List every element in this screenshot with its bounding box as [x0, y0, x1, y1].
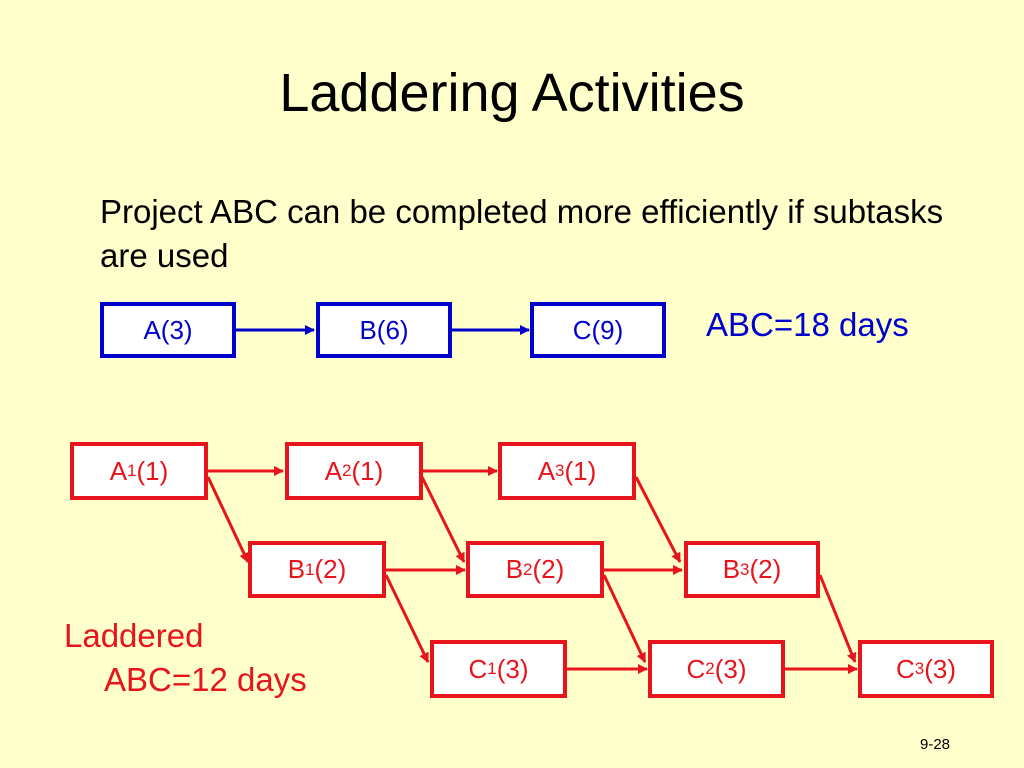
task-duration: (3)	[714, 653, 747, 684]
serial-task-b-label: B(6)	[359, 314, 409, 345]
task-letter: B	[287, 554, 306, 584]
laddered-label-line2: ABC=12 days	[104, 661, 307, 698]
serial-total-label: ABC=18 days	[706, 306, 909, 343]
task-duration: (2)	[749, 554, 782, 584]
task-letter: B	[505, 554, 524, 584]
task-duration: (3)	[924, 653, 957, 684]
page-number: 9-28	[920, 736, 951, 753]
serial-task-a-label: A(3)	[143, 314, 193, 345]
task-subscript: 2	[342, 461, 352, 480]
slide-title: Laddering Activities	[279, 63, 745, 123]
task-letter: C	[468, 653, 488, 684]
task-duration: (2)	[532, 554, 565, 584]
task-subscript: 1	[305, 559, 315, 579]
arrow-b2-to-c2	[602, 574, 647, 663]
task-letter: B	[722, 554, 741, 584]
task-subscript: 1	[127, 461, 137, 480]
task-letter: C	[686, 653, 706, 684]
task-duration: (2)	[314, 554, 347, 584]
laddered-label-line1: Laddered	[64, 617, 204, 654]
task-letter: A	[324, 455, 343, 486]
laddered-total-label: Laddered ABC=12 days	[64, 614, 307, 702]
serial-task-c-label: C(9)	[572, 314, 624, 345]
task-subscript: 3	[555, 461, 565, 480]
arrow-b1-to-c1	[384, 574, 430, 663]
task-letter: C	[895, 653, 915, 684]
serial-task-c: C(9)	[530, 302, 666, 358]
intro-text: Project ABC can be completed more effici…	[100, 193, 944, 274]
task-duration: (3)	[496, 653, 529, 684]
arrow-a3-to-b3	[634, 476, 682, 563]
serial-task-b: B(6)	[316, 302, 452, 358]
task-subscript: 3	[740, 559, 750, 579]
arrow-a1-to-b1	[206, 476, 250, 563]
task-duration: (1)	[351, 455, 384, 486]
task-subscript: 2	[523, 559, 533, 579]
task-letter: A	[109, 455, 128, 486]
task-subscript: 3	[914, 659, 925, 678]
arrow-a2-to-b2	[420, 476, 466, 563]
arrow-b3-to-c3	[818, 574, 857, 663]
task-duration: (1)	[564, 455, 597, 486]
task-subscript: 1	[487, 659, 497, 678]
serial-task-a: A(3)	[100, 302, 236, 358]
task-letter: A	[537, 455, 556, 486]
task-duration: (1)	[136, 455, 169, 486]
task-subscript: 2	[705, 659, 715, 678]
